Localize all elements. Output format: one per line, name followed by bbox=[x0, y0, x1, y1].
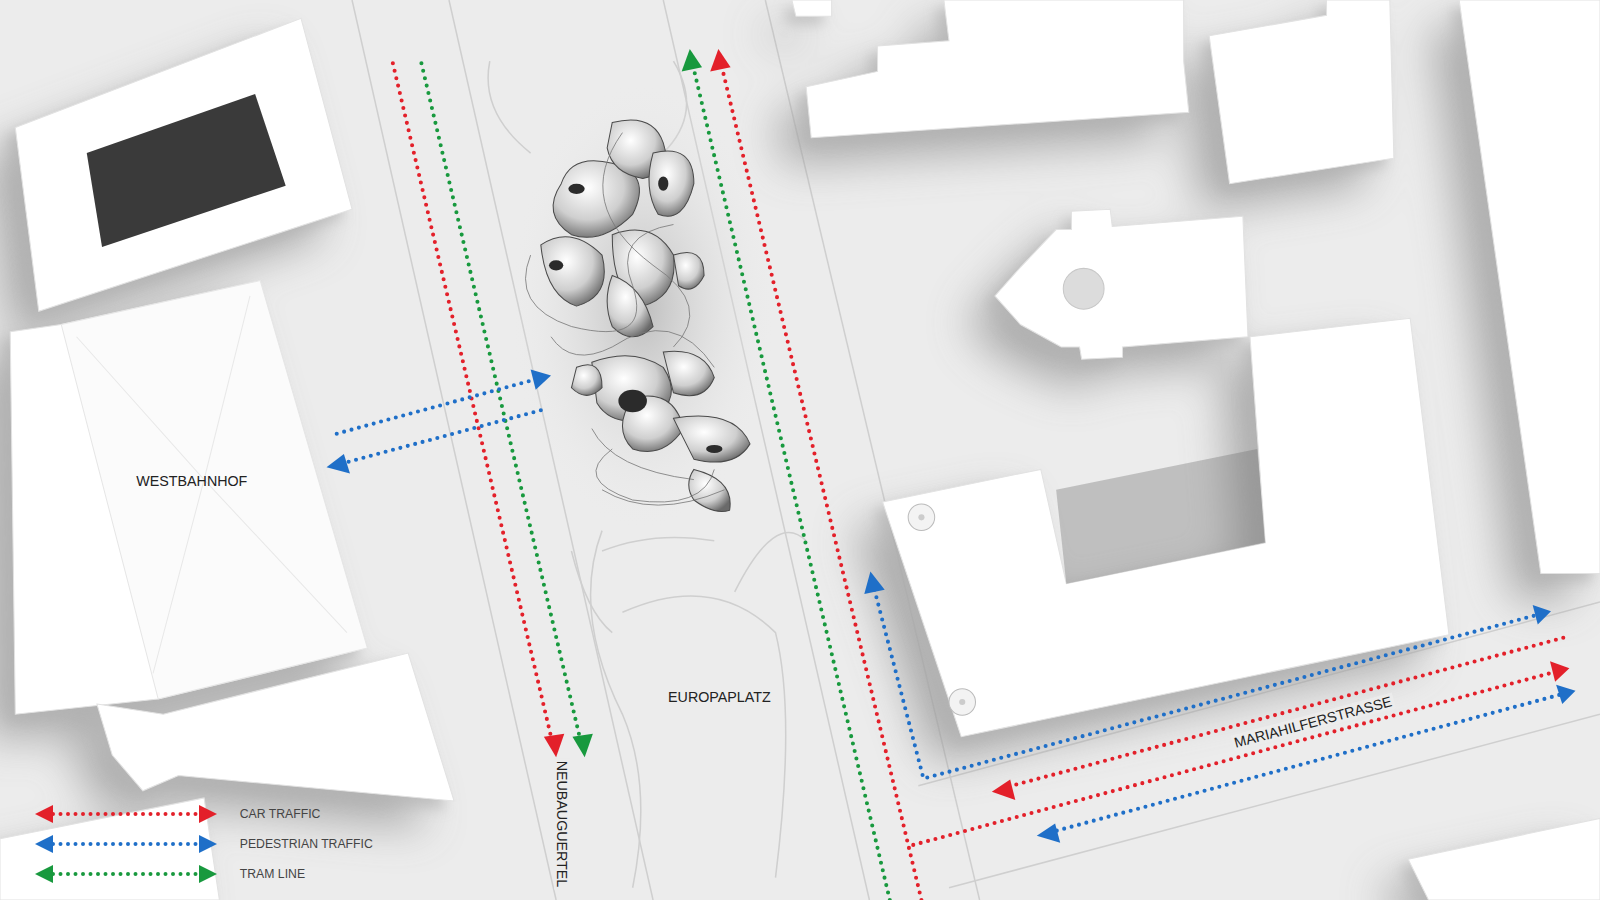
legend-arrowhead bbox=[35, 865, 53, 883]
legend-sample bbox=[31, 862, 221, 886]
building-block: WESTBAHNHOF bbox=[130, 469, 253, 493]
building-name: WESTBAHNHOF bbox=[130, 473, 253, 489]
legend-sample bbox=[31, 832, 221, 856]
legend-text: CAR TRAFFIC bbox=[240, 807, 321, 821]
legend-swatch bbox=[53, 872, 197, 876]
legend-arrowhead bbox=[199, 805, 217, 823]
legend-arrowhead bbox=[35, 835, 53, 853]
street-name: NEUBAUGUERTEL bbox=[554, 759, 570, 890]
legend-arrowhead bbox=[35, 805, 53, 823]
legend-swatch bbox=[53, 842, 197, 846]
legend-arrowhead bbox=[199, 865, 217, 883]
legend-sample bbox=[31, 802, 221, 826]
legend-text: TRAM LINE bbox=[240, 867, 305, 881]
plaza-name: EUROPAPLATZ bbox=[666, 689, 773, 705]
legend-swatch bbox=[53, 812, 197, 816]
legend-arrowhead bbox=[199, 835, 217, 853]
legend-text: PEDESTRIAN TRAFFIC bbox=[240, 837, 373, 851]
